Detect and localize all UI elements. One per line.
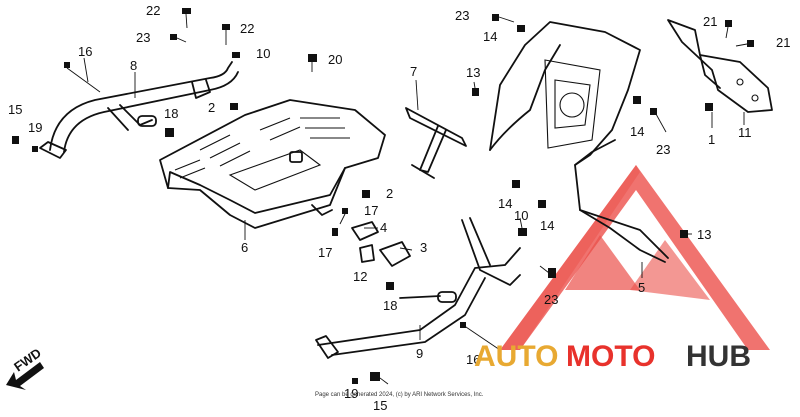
callout-13: 13 <box>697 227 711 242</box>
callout-16: 16 <box>78 44 92 59</box>
callout-5: 5 <box>638 280 645 295</box>
callout-21: 21 <box>703 14 717 29</box>
callout-15: 15 <box>373 398 387 413</box>
part-5-rear-fender <box>489 21 669 263</box>
callout-22: 22 <box>146 3 160 18</box>
callout-9: 9 <box>416 346 423 361</box>
callout-21: 21 <box>776 35 790 50</box>
callout-12: 12 <box>353 269 367 284</box>
callout-16: 16 <box>466 352 480 367</box>
watermark-hub: HUB <box>686 340 751 373</box>
callout-1: 1 <box>708 132 715 147</box>
callout-11: 11 <box>738 125 752 140</box>
fwd-direction-indicator: FWD <box>6 345 44 390</box>
callout-22: 22 <box>240 21 254 36</box>
callout-10: 10 <box>514 208 528 223</box>
callout-19: 19 <box>344 386 358 401</box>
callout-23: 23 <box>136 30 150 45</box>
callout-6: 6 <box>241 240 248 255</box>
callout-18: 18 <box>164 106 178 121</box>
leader-lines <box>83 57 745 340</box>
callout-2: 2 <box>208 100 215 115</box>
callout-19: 19 <box>28 120 42 135</box>
callout-14: 14 <box>498 196 512 211</box>
callout-18: 18 <box>383 298 397 313</box>
callout-23: 23 <box>656 142 670 157</box>
watermark-triangle-logo <box>500 165 770 350</box>
copyright-notice: Page can be generated 2024, (c) by ARI N… <box>315 392 484 398</box>
callout-15: 15 <box>8 102 22 117</box>
watermark-auto: AUTO <box>474 340 558 373</box>
watermark-text: AUTO MOTO HUB <box>474 340 751 373</box>
hardware-bolts-nuts <box>12 8 754 385</box>
part-6-main-cover <box>159 99 386 229</box>
callout-7: 7 <box>410 64 417 79</box>
callout-2: 2 <box>386 186 393 201</box>
callout-labels: 22 22 23 10 20 16 8 2 18 15 19 6 7 13 23… <box>8 3 790 413</box>
part-8-frame-pipe <box>39 61 239 159</box>
callout-14: 14 <box>483 29 497 44</box>
callout-23: 23 <box>455 8 469 23</box>
part-7-bracket <box>405 107 467 179</box>
callout-17: 17 <box>318 245 332 260</box>
callout-17: 17 <box>364 203 378 218</box>
parts-3-4-12-brackets <box>351 221 411 267</box>
callout-3: 3 <box>420 240 427 255</box>
part-9-rear-pipe <box>315 217 521 359</box>
callout-13: 13 <box>466 65 480 80</box>
callout-4: 4 <box>380 220 387 235</box>
part-11-license-bracket <box>667 19 773 113</box>
callout-20: 20 <box>328 52 342 67</box>
watermark-moto: MOTO <box>566 340 655 373</box>
callout-10: 10 <box>256 46 270 61</box>
callout-14: 14 <box>540 218 554 233</box>
callout-8: 8 <box>130 58 137 73</box>
callout-23: 23 <box>544 292 558 307</box>
callout-14: 14 <box>630 124 644 139</box>
